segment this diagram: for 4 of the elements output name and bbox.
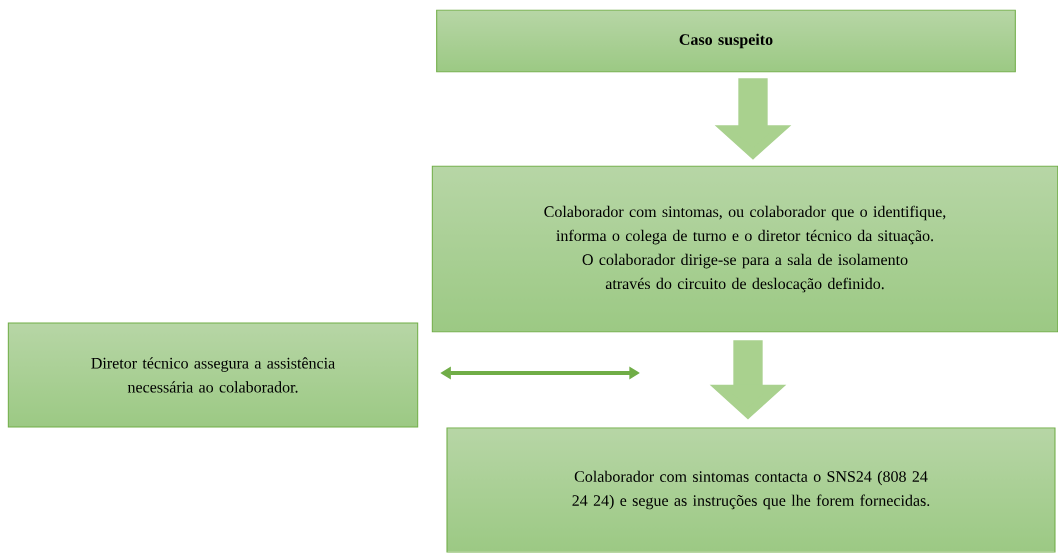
process-box: Diretor técnico assegura a assistência necessária ao colaborador.: [7, 322, 419, 428]
process-box: Colaborador com sintomas contacta o SNS24 (808 24 24 24) e segue as instruções que lhe forem fornecidas.: [446, 427, 1056, 553]
process-box: Caso suspeito: [436, 9, 1016, 73]
process-box: Colaborador com sintomas, ou colaborador que o identifique, informa o colega de turno e o diretor técnico da situação. O colaborador dirige-se para a sala de isolamento através do circuito de deslocação definido.: [431, 165, 1058, 333]
